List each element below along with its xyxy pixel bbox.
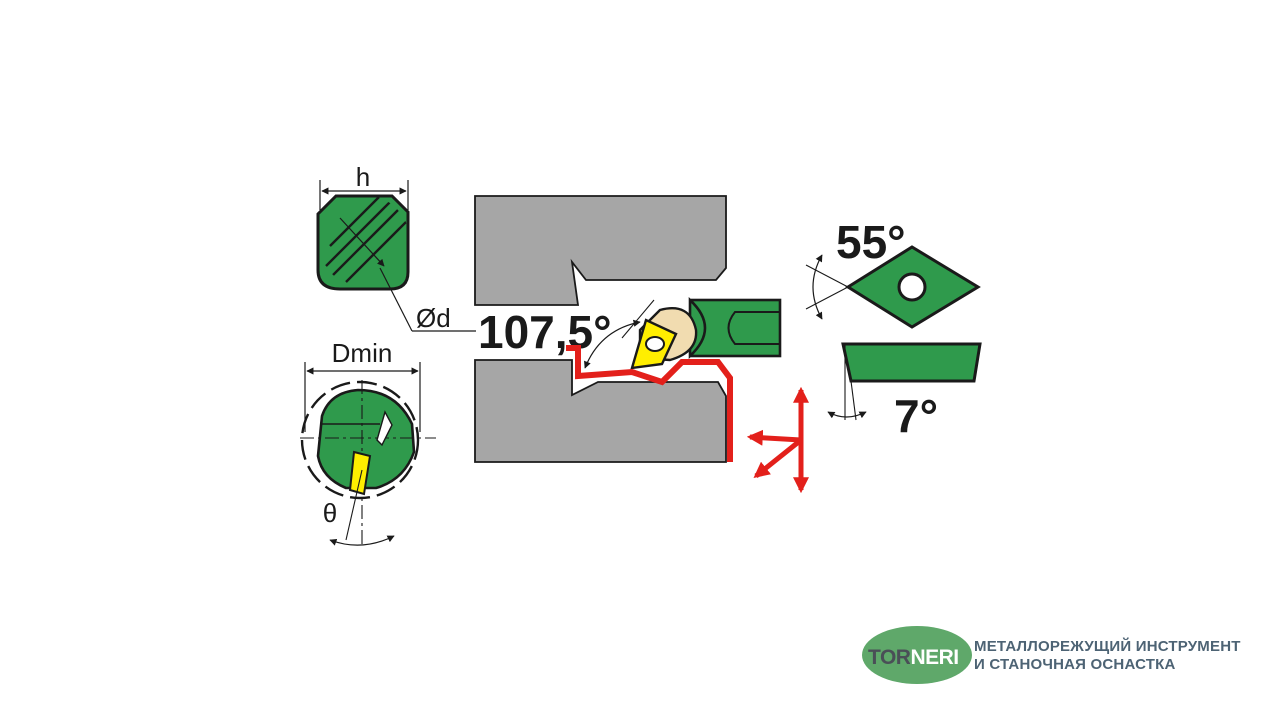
- feed-arrow-left: [746, 429, 802, 446]
- insert-top-view: 55°: [805, 216, 981, 329]
- logo-tagline: МЕТАЛЛОРЕЖУЩИЙ ИНСТРУМЕНТ И СТАНОЧНАЯ ОС…: [974, 638, 1241, 674]
- h-label: h: [356, 162, 370, 192]
- insert-hole: [897, 272, 927, 302]
- tagline-line-1: МЕТАЛЛОРЕЖУЩИЙ ИНСТРУМЕНТ: [974, 638, 1241, 655]
- dmin-circle: [300, 380, 420, 500]
- insert-front-yellow: [348, 450, 372, 496]
- shank-section-view: h Ød: [316, 162, 476, 333]
- insert-angle-label: 55°: [836, 216, 906, 268]
- feed-arrow-diagonal: [753, 438, 803, 478]
- tool-shank: [690, 298, 782, 358]
- clearance-arc: [827, 411, 867, 419]
- tagline-line-2: И СТАНОЧНАЯ ОСНАСТКА: [974, 656, 1176, 673]
- theta-arc: [329, 535, 395, 546]
- logo-part-tor: TOR: [868, 646, 911, 669]
- logo-wordmark: TORNERI: [868, 646, 959, 670]
- bar-section: [316, 388, 416, 490]
- workpiece-upper: [474, 195, 727, 306]
- tool-path: [566, 345, 810, 494]
- dmin-label: Dmin: [332, 338, 393, 368]
- tool-path-line: [566, 345, 733, 462]
- insert-side-view: 7°: [827, 342, 982, 442]
- workpiece-lower: [474, 359, 727, 463]
- clearance-angle-label: 7°: [894, 390, 938, 442]
- approach-angle-label: 107,5°: [478, 306, 612, 358]
- insert-side: [841, 342, 982, 383]
- cutting-angle-arc: [584, 319, 641, 369]
- boring-tool: 107,5°: [478, 297, 782, 370]
- theta-label: θ: [323, 498, 337, 528]
- insert-angle-arc: [812, 254, 823, 320]
- od-label: Ød: [416, 303, 451, 333]
- logo-part-neri: NERI: [910, 646, 959, 669]
- workpiece: [474, 195, 727, 463]
- dmin-front-view: Dmin θ: [300, 338, 436, 546]
- torneri-logo: TORNERI МЕТАЛЛОРЕЖУЩИЙ ИНСТРУМЕНТ И СТАН…: [862, 624, 1252, 688]
